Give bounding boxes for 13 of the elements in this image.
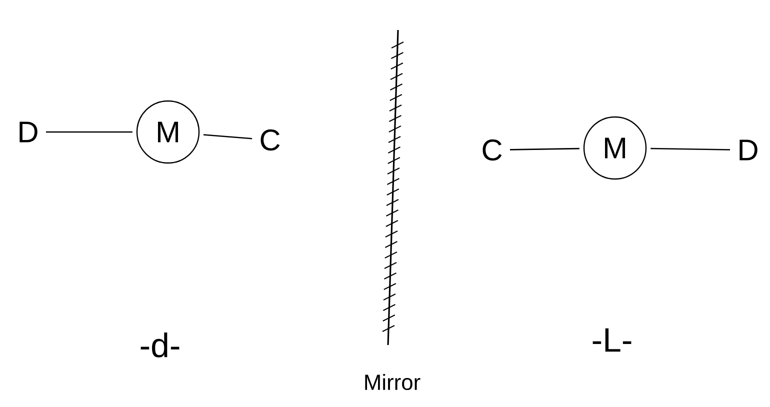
letter: D — [740, 140, 758, 160]
connector-line — [650, 148, 730, 150]
connector-line — [46, 131, 132, 133]
circled-letter: M — [583, 116, 647, 180]
connector-line — [510, 148, 580, 150]
letter: C — [260, 129, 280, 151]
label: -L- — [592, 328, 632, 352]
circled-letter: M — [136, 100, 200, 164]
connector-line — [203, 134, 252, 140]
letter: C — [482, 139, 502, 161]
label: -d- — [140, 332, 180, 358]
letter: D — [20, 122, 38, 142]
label: Mirror — [365, 374, 420, 390]
